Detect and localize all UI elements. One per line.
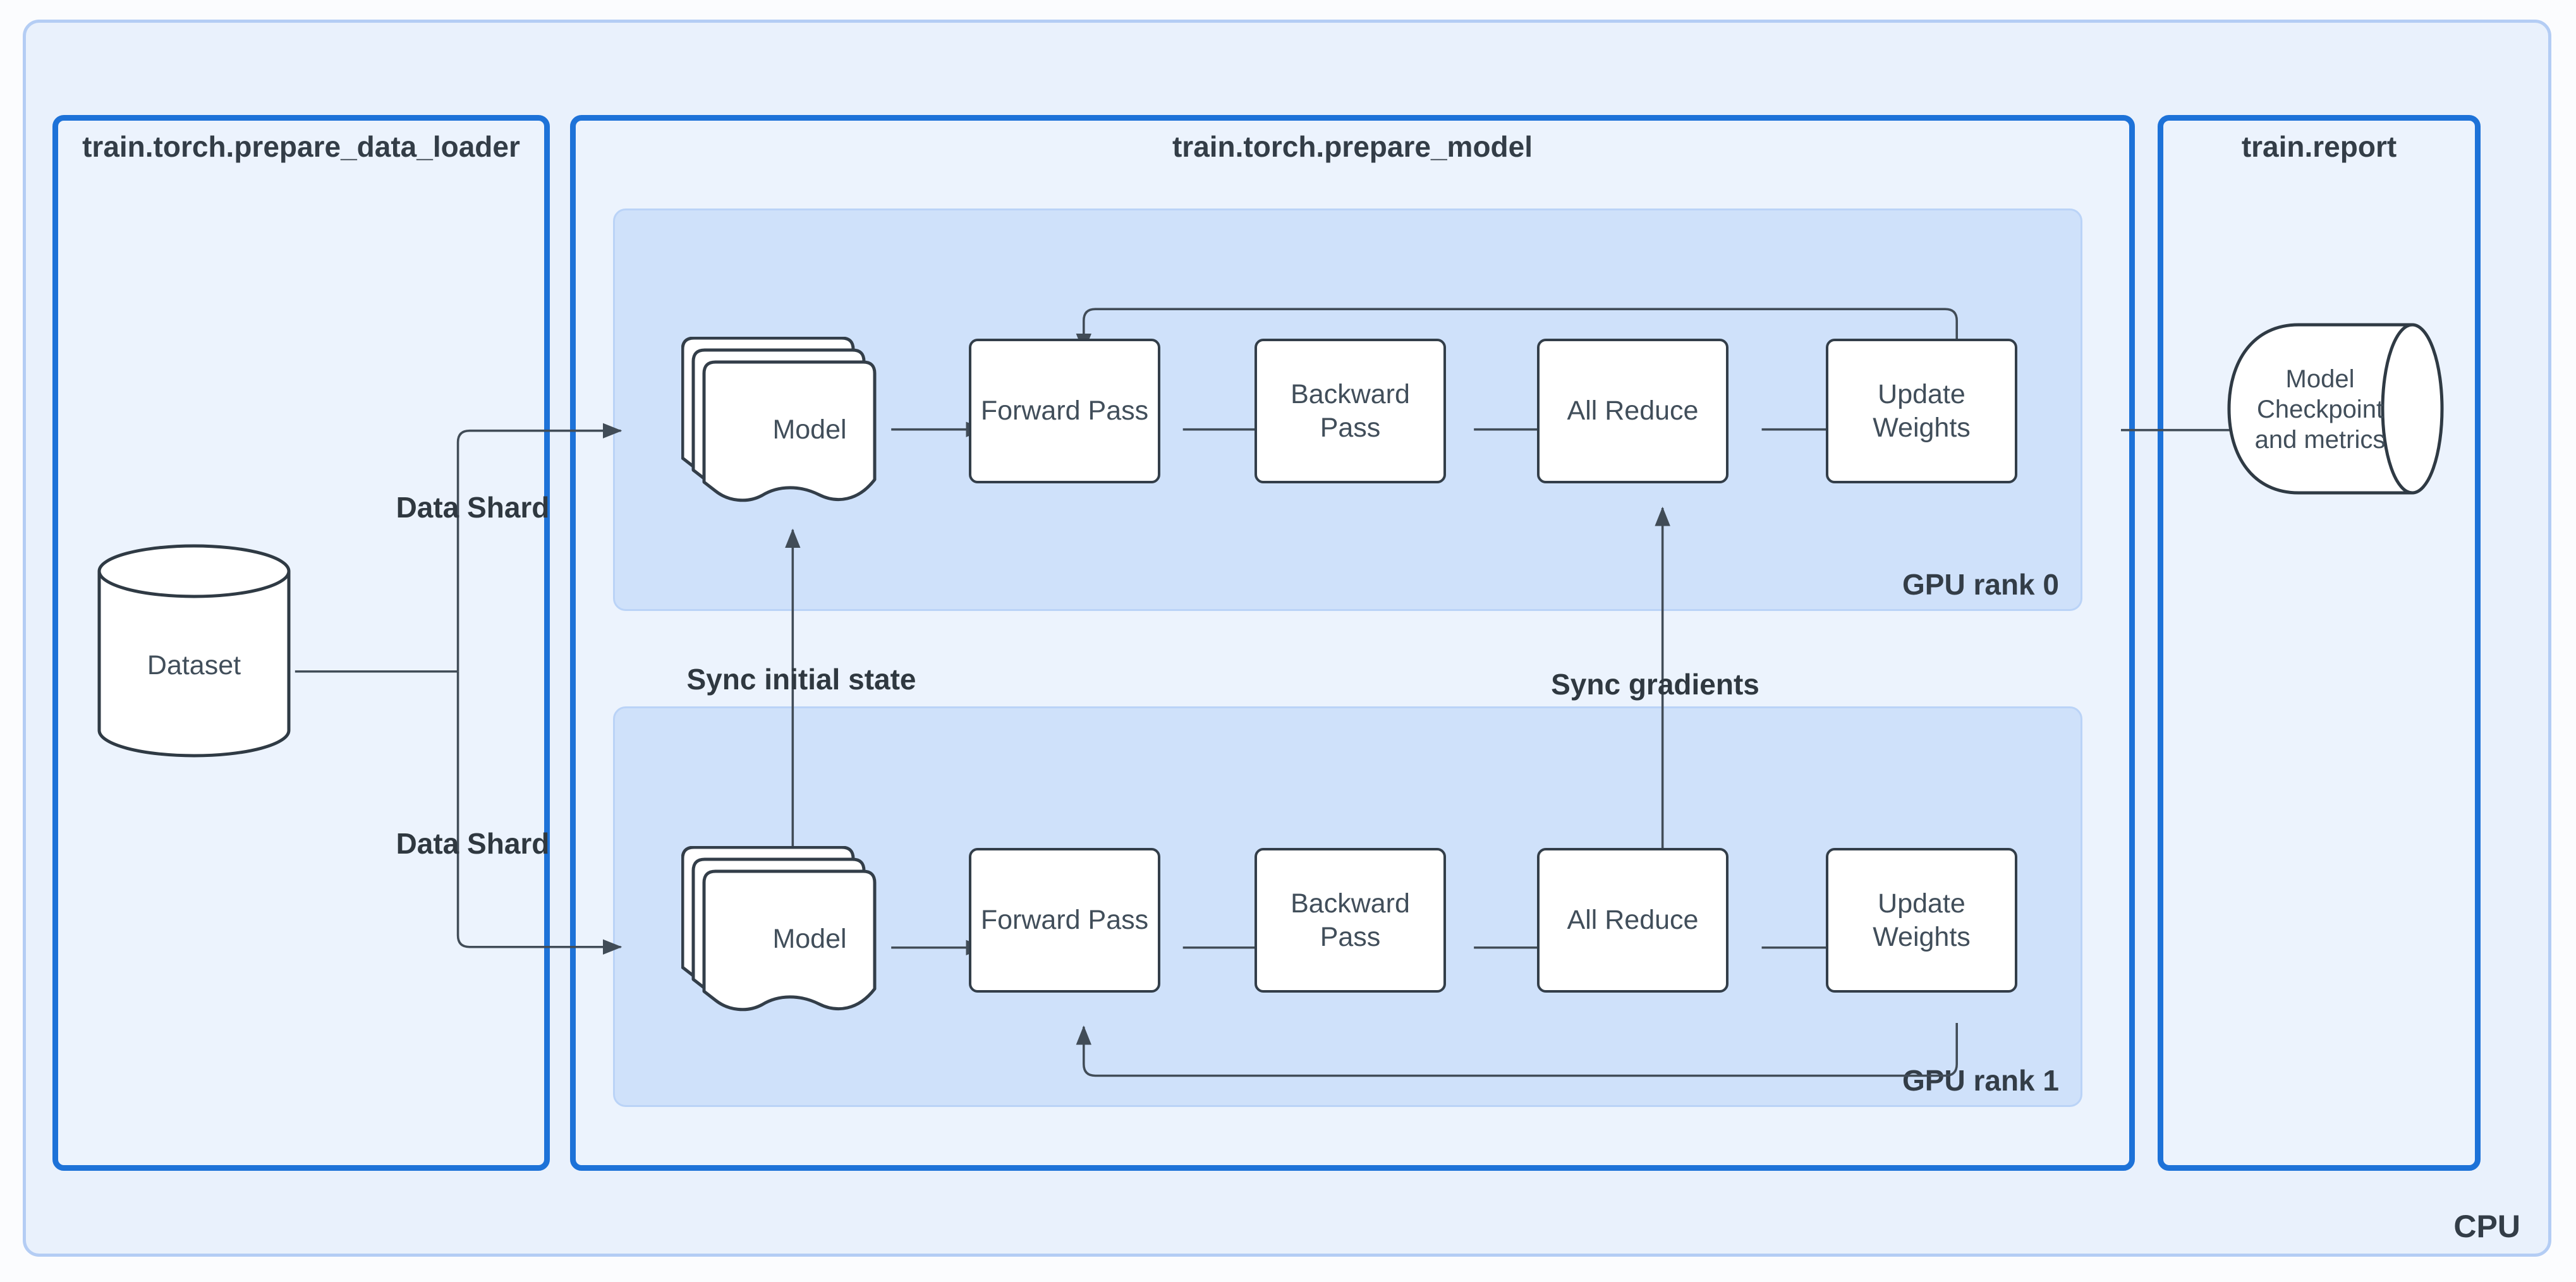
- section-title-prepare-data-loader: train.torch.prepare_data_loader: [82, 130, 520, 163]
- model-shape-rank0: [681, 337, 877, 502]
- node-backward-pass-rank0: Backward Pass: [1255, 339, 1446, 483]
- model-label-rank0: Model: [772, 414, 847, 445]
- sync-gradients-label: Sync gradients: [1551, 668, 1759, 701]
- node-all-reduce-rank1: All Reduce: [1537, 848, 1728, 993]
- sync-initial-state-label: Sync initial state: [686, 663, 916, 696]
- data-shard-label-bottom: Data Shard: [396, 827, 550, 860]
- node-all-reduce-rank0: All Reduce: [1537, 339, 1728, 483]
- gpu-rank-1-label: GPU rank 1: [1902, 1064, 2059, 1097]
- data-shard-label-top: Data Shard: [396, 491, 550, 524]
- node-forward-pass-rank0: Forward Pass: [969, 339, 1160, 483]
- section-train-report: train.report: [2158, 115, 2481, 1171]
- gpu-rank-0-label: GPU rank 0: [1902, 568, 2059, 601]
- model-label-rank1: Model: [772, 924, 847, 955]
- cpu-container: train.torch.prepare_data_loader train.to…: [23, 20, 2551, 1257]
- checkpoint-label: Model Checkpoint and metrics: [2254, 365, 2386, 454]
- dataset-label: Dataset: [147, 650, 241, 681]
- node-forward-pass-rank1: Forward Pass: [969, 848, 1160, 993]
- node-backward-pass-rank1: Backward Pass: [1255, 848, 1446, 993]
- dataset-cylinder: [97, 544, 291, 758]
- node-update-weights-rank1: Update Weights: [1826, 848, 2017, 993]
- section-title-prepare-model: train.torch.prepare_model: [1172, 130, 1533, 163]
- cpu-label: CPU: [2453, 1209, 2520, 1244]
- node-update-weights-rank0: Update Weights: [1826, 339, 2017, 483]
- model-shape-rank1: [681, 846, 877, 1012]
- checkpoint-cylinder: [2227, 323, 2444, 495]
- section-title-train-report: train.report: [2241, 130, 2397, 163]
